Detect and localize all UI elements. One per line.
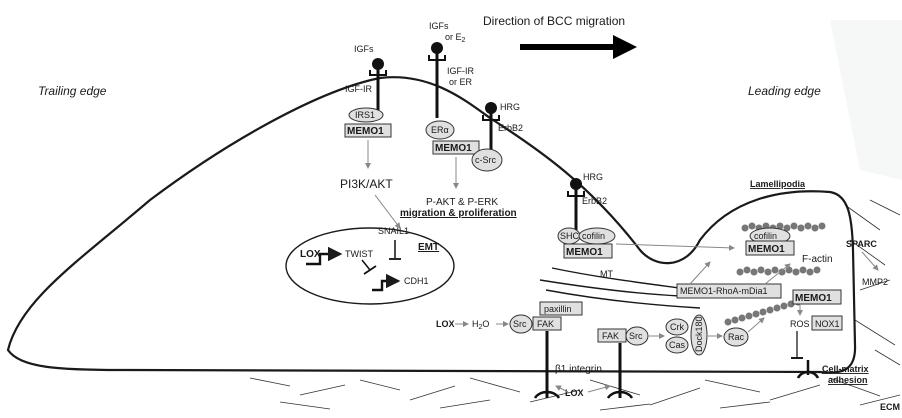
igfs-label-2: IGFs (429, 21, 449, 31)
migration-proliferation-label: migration & proliferation (400, 208, 517, 219)
hrg-label-1: HRG (500, 102, 520, 112)
arrow-rac-to-actin (748, 318, 764, 332)
nox1-label: NOX1 (815, 319, 840, 329)
memo1-rhoa-mdia1-label: MEMO1-RhoA-mDia1 (680, 286, 768, 296)
ros-label: ROS (790, 319, 810, 329)
or-er-label: or ER (449, 77, 473, 87)
memo1-label-3: MEMO1 (566, 247, 603, 258)
cell-matrix-label: Cell-matrix (822, 364, 869, 374)
arrow-pi3k-to-snail (375, 195, 400, 228)
cofilin-label-1: cofilin (582, 231, 605, 241)
arrow-to-cofilin-memo1 (616, 244, 734, 248)
adhesion-label: adhesion (828, 375, 868, 385)
arrow-lox-to-integrin-2 (588, 386, 610, 392)
src-label-2: Src (629, 331, 643, 341)
or-e2-label: or E2 (445, 32, 466, 44)
lox-label-emt: LOX (300, 249, 321, 260)
trailing-edge-label: Trailing edge (38, 84, 107, 98)
memo1-label-4: MEMO1 (748, 244, 785, 255)
p-akt-erk-label: P-AKT & P-ERK (426, 197, 498, 208)
snail1-label: SNAIL1 (378, 226, 409, 236)
fak-label-1: FAK (537, 319, 554, 329)
arrow-memo1-up (690, 262, 710, 284)
src-label-1: Src (513, 319, 527, 329)
crk-label: Crk (670, 322, 684, 332)
lox-label-bottom: LOX (565, 388, 584, 398)
memo1-label-5: MEMO1 (795, 293, 832, 304)
leading-edge-label: Leading edge (748, 84, 821, 98)
igf-ir-label-1: IGF-IR (345, 84, 372, 94)
igf-ir-er-receptor (429, 42, 445, 118)
c-src-label: c-Src (475, 155, 496, 165)
pi3k-akt-label: PI3K/AKT (340, 177, 393, 191)
lamellipodia-label: Lamellipodia (750, 179, 806, 189)
twist-label: TWIST (345, 249, 373, 259)
erbb2-label-1: ErbB2 (498, 123, 523, 133)
f-actin-label: F-actin (802, 254, 833, 265)
ecm-label: ECM (880, 402, 900, 412)
sparc-label: SPARC (846, 239, 877, 249)
erbb2-label-2: ErbB2 (582, 196, 607, 206)
igfs-label-1: IGFs (354, 44, 374, 54)
memo1-label-2: MEMO1 (435, 143, 472, 154)
emt-nucleus (286, 228, 454, 304)
irs1-label: IRS1 (355, 110, 375, 120)
mmp2-label: MMP2 (862, 277, 888, 287)
hrg-label-2: HRG (583, 172, 603, 182)
cell-membrane (8, 77, 855, 372)
dock180-label: Dock180 (694, 316, 704, 352)
rac-label: Rac (728, 332, 745, 342)
er-alpha-label: ERα (431, 125, 449, 135)
emt-label: EMT (418, 242, 439, 253)
actin-filament-2 (737, 267, 821, 276)
mt-label: MT (600, 269, 613, 279)
cofilin-label-2: cofilin (754, 231, 777, 241)
memo1-label-1: MEMO1 (347, 126, 384, 137)
direction-label: Direction of BCC migration (483, 14, 625, 28)
fak-label-2: FAK (602, 331, 619, 341)
cdh1-label: CDH1 (404, 276, 429, 286)
cas-label: Cas (669, 340, 686, 350)
lox-label-adhesion: LOX (436, 319, 455, 329)
background-faint-shape (830, 20, 902, 180)
h2o2-label: H2O (472, 319, 489, 331)
paxillin-label: paxillin (544, 304, 572, 314)
igf-ir-label-2: IGF-IR (447, 66, 474, 76)
shc-label: SHC (560, 231, 580, 241)
beta1-integrin-label: β1 integrin (555, 364, 602, 375)
